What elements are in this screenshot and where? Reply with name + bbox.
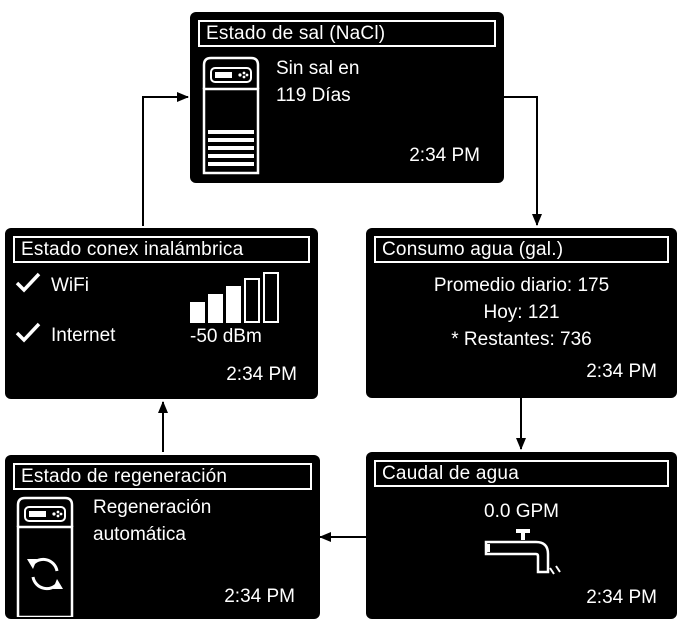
softener-salt-level-icon [202, 56, 260, 175]
salt-line-1: Sin sal en [276, 58, 360, 79]
time-label: 2:34 PM [226, 364, 297, 385]
wireless-status-screen: Estado conex inalámbrica WiFi Internet -… [5, 228, 318, 399]
today-usage: Hoy: 121 [483, 302, 560, 323]
checkmark-icon [15, 322, 41, 343]
salt-status-screen: Estado de sal (NaCl) Sin sal en 119 Días… [190, 12, 504, 183]
internet-label: Internet [51, 325, 116, 346]
screen-title: Consumo agua (gal.) [374, 236, 669, 263]
checkmark-icon [15, 272, 41, 293]
water-faucet-icon [484, 529, 561, 575]
regeneration-status-screen: Estado de regeneración Regeneración auto… [5, 455, 320, 619]
daily-average: Promedio diario: 175 [433, 275, 610, 296]
time-label: 2:34 PM [224, 586, 295, 607]
time-label: 2:34 PM [586, 361, 657, 382]
salt-line-2: 119 Días [276, 85, 351, 106]
flow-rate-value: 0.0 GPM [484, 501, 559, 522]
arrow-salt-to-water-use [504, 96, 542, 226]
screen-title: Caudal de agua [374, 460, 669, 487]
screen-title: Estado de regeneración [13, 463, 312, 490]
wifi-label: WiFi [51, 275, 89, 296]
signal-strength-value: -50 dBm [190, 326, 262, 347]
time-label: 2:34 PM [586, 587, 657, 608]
water-flow-screen: Caudal de agua 0.0 GPM 2:34 PM [366, 452, 677, 619]
screen-title: Estado de sal (NaCl) [198, 20, 496, 47]
regen-line-2: automática [93, 524, 186, 545]
softener-regeneration-icon [16, 496, 74, 617]
regen-line-1: Regeneración [93, 497, 212, 518]
time-label: 2:34 PM [409, 145, 480, 166]
arrow-wireless-to-salt [142, 92, 189, 226]
water-consumption-screen: Consumo agua (gal.) Promedio diario: 175… [366, 228, 677, 398]
remaining-capacity: * Restantes: 736 [451, 329, 592, 350]
screen-title: Estado conex inalámbrica [13, 236, 310, 263]
signal-strength-icon [190, 272, 279, 323]
